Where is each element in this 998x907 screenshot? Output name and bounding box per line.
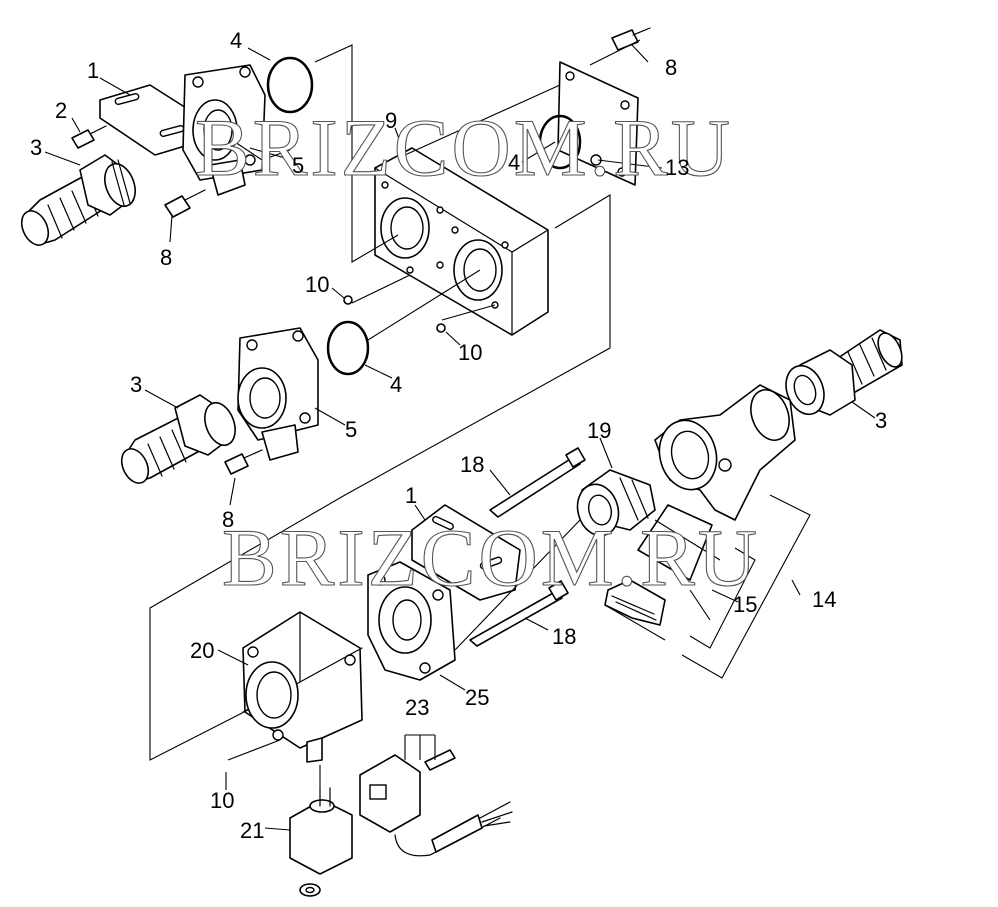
callout-18-bottom: 18 — [552, 624, 576, 649]
callout-1-top: 1 — [87, 58, 99, 83]
callout-8-mid: 8 — [222, 507, 234, 532]
callout-4-mid: 4 — [390, 372, 402, 397]
long-bolts — [469, 447, 586, 647]
callout-23: 23 — [405, 695, 429, 720]
callout-numbers: 1 2 3 4 8 9 4 13 5 8 10 10 3 4 5 3 19 18… — [30, 28, 887, 843]
callout-2: 2 — [55, 98, 67, 123]
callout-5-top: 5 — [292, 153, 304, 178]
callout-14: 14 — [812, 587, 836, 612]
watermark-bottom: BRIZCOM.RU — [222, 512, 760, 603]
solenoid-coil — [289, 787, 353, 897]
guide-lines — [149, 39, 811, 788]
o-ring-top — [266, 56, 314, 114]
callout-4-top: 4 — [230, 28, 242, 53]
callout-leaders — [44, 44, 876, 831]
callout-10-bottom: 10 — [210, 788, 234, 813]
callout-3-top: 3 — [30, 135, 42, 160]
callout-8-left: 8 — [160, 245, 172, 270]
lower-bracket — [411, 504, 521, 601]
callout-20: 20 — [190, 638, 214, 663]
callout-19: 19 — [587, 418, 611, 443]
callout-18-top: 18 — [460, 452, 484, 477]
callout-10-left: 10 — [305, 272, 329, 297]
filter-housing — [654, 384, 796, 521]
solenoid-valve-body — [242, 611, 363, 763]
top-left-flange — [164, 64, 266, 218]
callout-21: 21 — [240, 818, 264, 843]
callout-5-mid: 5 — [345, 417, 357, 442]
right-hose-fitting — [785, 329, 903, 416]
callout-25: 25 — [465, 685, 489, 710]
flange-25 — [367, 561, 456, 681]
top-left-bracket — [71, 84, 206, 156]
callout-13: 13 — [665, 155, 689, 180]
mid-left-hose-fitting — [120, 394, 263, 484]
filter-cartridge — [604, 504, 713, 626]
o-ring-small-a — [343, 295, 353, 305]
callout-3-mid: 3 — [130, 372, 142, 397]
watermark-top: BRIZCOM.RU — [195, 102, 733, 193]
mid-left-flange — [237, 327, 319, 461]
top-right-plate — [538, 27, 651, 186]
callout-8-top: 8 — [665, 55, 677, 80]
callout-15: 15 — [733, 592, 757, 617]
callout-1-lower: 1 — [405, 483, 417, 508]
fitting-19 — [576, 469, 656, 537]
plug-connector — [359, 749, 513, 857]
callout-4-right: 4 — [508, 150, 520, 175]
top-left-hose-fitting — [20, 154, 136, 246]
callout-10-mid: 10 — [458, 340, 482, 365]
o-ring-middle — [326, 320, 370, 376]
callout-9: 9 — [385, 108, 397, 133]
o-ring-small-b — [436, 323, 446, 333]
callout-3-right: 3 — [875, 408, 887, 433]
